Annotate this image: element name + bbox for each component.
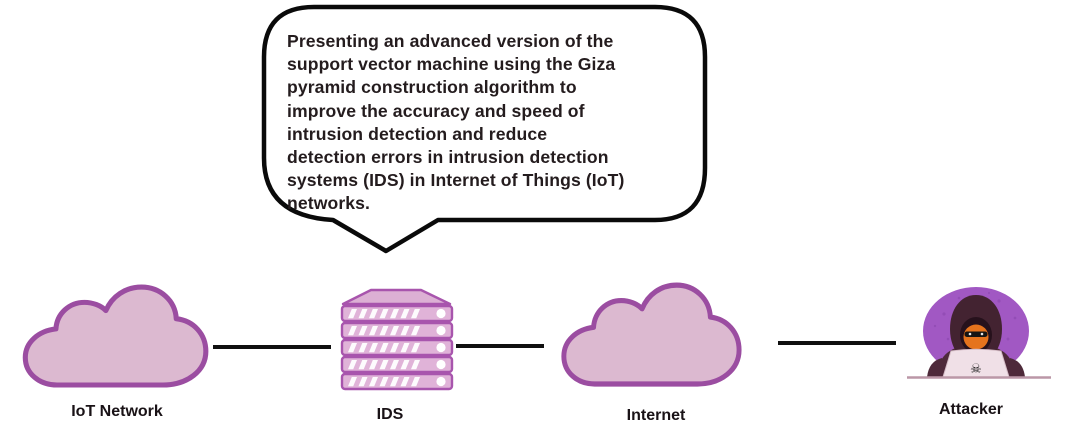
internet-cloud-icon xyxy=(564,285,739,384)
glasses-glint xyxy=(980,332,984,336)
attacker-hacker-icon: ☠ xyxy=(923,287,1029,378)
label-iot-network: IoT Network xyxy=(71,403,163,420)
skull-crossbones-icon: ☠ xyxy=(970,362,982,377)
glasses-glint xyxy=(968,332,972,336)
iot-network-cloud-icon xyxy=(25,287,206,385)
label-ids: IDS xyxy=(376,406,404,423)
callout-text: Presenting an advanced version of the su… xyxy=(287,31,625,214)
ids-server-icon xyxy=(340,288,454,391)
label-internet: Internet xyxy=(626,407,686,424)
server-top-face xyxy=(341,288,452,306)
sunglasses xyxy=(964,331,988,337)
callout-bubble xyxy=(261,4,708,254)
circle-speckles xyxy=(933,291,1017,341)
laptop xyxy=(942,348,1010,378)
label-attacker: Attacker xyxy=(938,401,1004,418)
